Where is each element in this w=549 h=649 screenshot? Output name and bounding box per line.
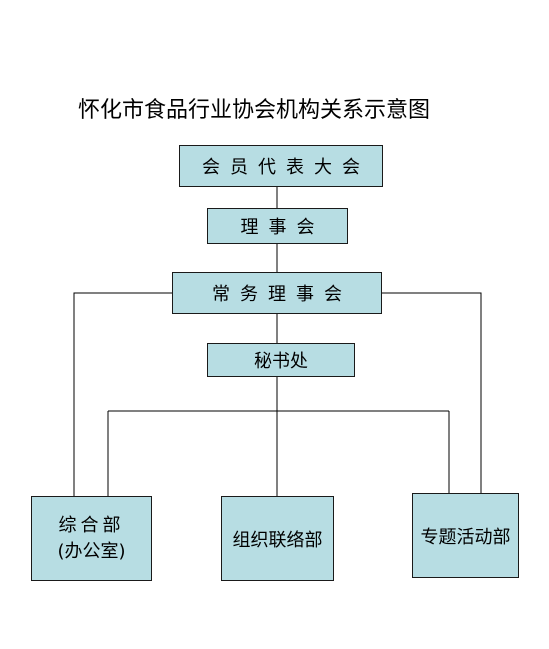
node-secretariat-label: 秘书处 bbox=[254, 351, 308, 372]
node-special-dept: 专题活动部 bbox=[412, 493, 519, 578]
node-secretariat: 秘书处 bbox=[207, 343, 355, 377]
node-members-congress: 会员代表大会 bbox=[179, 145, 383, 187]
node-standing-council-label: 常务理事会 bbox=[212, 284, 352, 305]
node-council: 理事会 bbox=[207, 208, 348, 244]
node-members-congress-label: 会员代表大会 bbox=[202, 157, 370, 178]
node-general-dept: 综合部 (办公室) bbox=[31, 496, 152, 581]
node-liaison-dept-label: 组织联络部 bbox=[232, 529, 323, 551]
node-standing-council: 常务理事会 bbox=[172, 272, 382, 314]
node-general-dept-label: 综合部 bbox=[58, 514, 125, 536]
connector-standing-left bbox=[73, 292, 172, 496]
node-council-label: 理事会 bbox=[240, 217, 325, 238]
node-liaison-dept: 组织联络部 bbox=[221, 496, 334, 581]
connector-standing-right bbox=[382, 292, 482, 493]
node-general-dept-sublabel: (办公室) bbox=[57, 540, 126, 562]
diagram-title: 怀化市食品行业协会机构关系示意图 bbox=[78, 98, 431, 123]
node-special-dept-label: 专题活动部 bbox=[420, 526, 511, 548]
